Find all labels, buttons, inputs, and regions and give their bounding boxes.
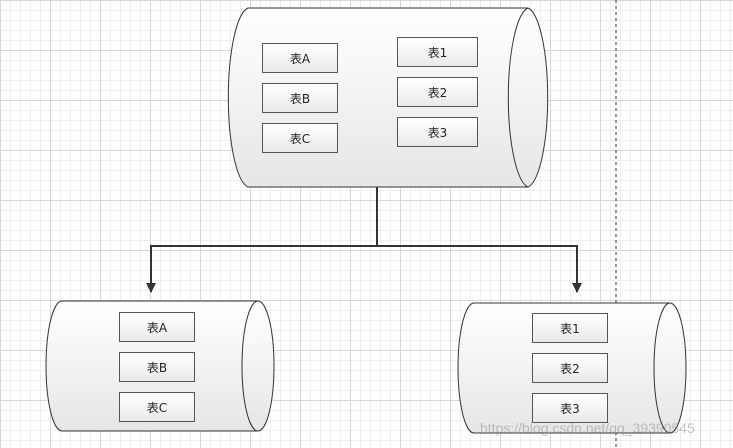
source-table-b: 表B	[262, 83, 338, 113]
source-database-end-cap	[507, 7, 529, 188]
target-database-left-end-cap	[241, 300, 259, 432]
source-table-2: 表2	[397, 77, 478, 107]
left-target-table-a: 表A	[119, 312, 195, 342]
source-table-3: 表3	[397, 117, 478, 147]
connector-to-right-db	[377, 245, 582, 293]
right-target-table-3: 表3	[532, 393, 608, 423]
right-target-table-2: 表2	[532, 353, 608, 383]
watermark-text: https://blog.csdn.net/qq_39390545	[480, 420, 695, 436]
right-target-table-1: 表1	[532, 313, 608, 343]
connector-to-left-db	[146, 245, 377, 293]
source-table-1: 表1	[397, 37, 478, 67]
target-database-right-end-cap	[653, 302, 671, 434]
left-target-table-b: 表B	[119, 352, 195, 382]
source-table-a: 表A	[262, 43, 338, 73]
source-table-c: 表C	[262, 123, 338, 153]
left-target-table-c: 表C	[119, 392, 195, 422]
